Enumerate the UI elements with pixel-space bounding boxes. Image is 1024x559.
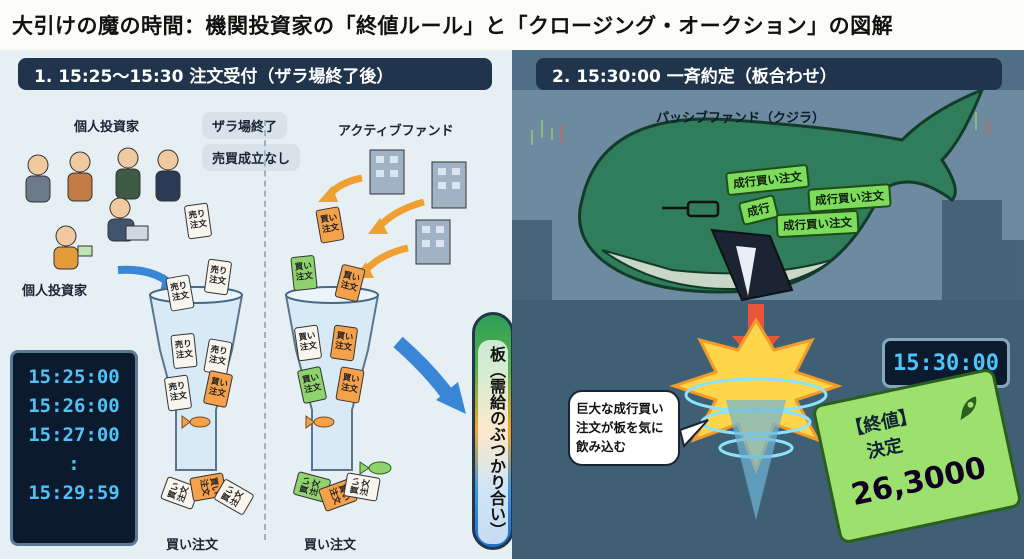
market-buy-order-tag: 成行買い注文 [775,209,860,239]
auction-clock: 15:30:00 [882,338,1010,388]
left-panel: 1. 15:25〜15:30 注文受付（ザラ場終了後） [0,50,512,559]
title-bar: 大引けの魔の時間：機関投資家の「終値ルール」と「クロージング・オークション」の図… [0,0,1024,50]
sell-order-slip: 売り注文 [183,202,213,240]
active-fund-label: アクティブファンド [338,124,454,139]
countdown-timer: 15:25:00 15:26:00 15:27:00 : 15:29:59 [10,350,138,546]
sell-order-slip: 売り注文 [170,332,198,370]
closing-price-tag: 【終値】 決定 26,3000 [811,367,1023,545]
rocket-icon [960,396,977,421]
retail-investor-label-bottom: 個人投資家 [22,284,88,299]
timer-line: 15:26:00 [28,395,120,417]
retail-investors-icon [25,147,181,270]
right-panel-illustration [512,87,1024,559]
timer-line: 15:29:59 [28,482,120,504]
timer-line: : [68,453,80,475]
step-1-header: 1. 15:25〜15:30 注文受付（ザラ場終了後） [18,58,492,90]
right-panel: 2. 15:30:00 一斉約定（板合わせ） パッシブファンド（クジラ） 成行買… [512,50,1024,559]
order-board-label: 板（需給のぶつかり合い） [478,340,508,544]
timer-line: 15:27:00 [28,424,120,446]
retail-investor-label-top: 個人投資家 [74,120,140,135]
fish-icon [181,415,335,429]
buy-orders-label-left: 買い注文 [166,538,219,553]
timer-line: 15:25:00 [28,366,120,388]
status-no-trades: 売買成立なし [202,144,301,171]
whale-icon [578,87,985,302]
sell-order-slip: 売り注文 [203,258,233,296]
active-fund-buildings-icon [369,149,467,265]
whale-label: パッシブファンド（クジラ） [656,111,826,126]
step-2-header: 2. 15:30:00 一斉約定（板合わせ） [536,58,1002,90]
status-trading-ended: ザラ場終了 [202,112,288,139]
buy-order-slip: 買い注文 [329,324,359,362]
buy-orders-label-right: 買い注文 [304,538,357,553]
sell-order-slip: 売り注文 [163,374,193,412]
buy-order-slip: 買い注文 [293,324,323,362]
panel-divider [264,120,266,540]
speech-bubble: 巨大な成行買い注文が板を気に飲み込む [568,390,680,467]
page-title: 大引けの魔の時間：機関投資家の「終値ルール」と「クロージング・オークション」の図… [12,14,894,38]
buy-order-slip-green: 買い注文 [290,254,318,292]
